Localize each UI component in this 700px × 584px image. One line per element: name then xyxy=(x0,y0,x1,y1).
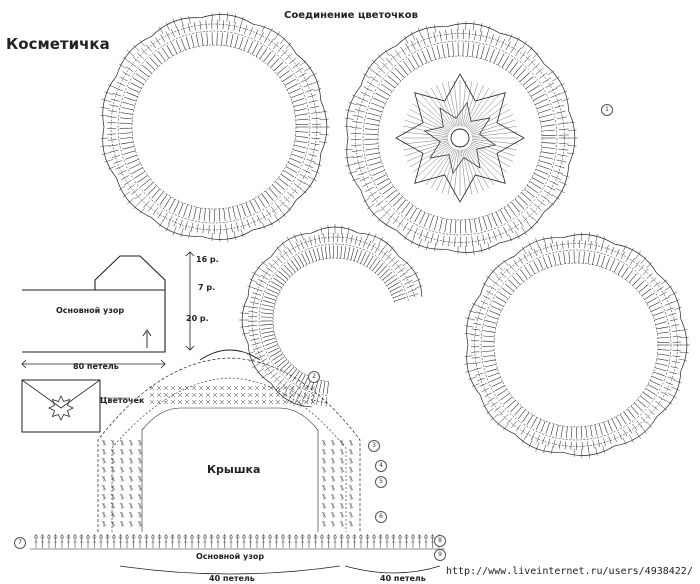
lid-chart xyxy=(30,349,445,575)
row-number-1: 1 xyxy=(601,104,613,116)
flower-ring-bottom-right xyxy=(464,231,690,459)
watermark-url: http://www.liveinternet.ru/users/4938422… xyxy=(446,566,693,577)
rows-7-label: 7 р. xyxy=(198,283,216,292)
flower-center-motif xyxy=(395,73,525,203)
main-pattern-label: Основной узор xyxy=(56,306,125,315)
flower-ring-top-right xyxy=(344,20,578,256)
row-number-7: 7 xyxy=(14,537,26,549)
width-80-label: 80 петель xyxy=(73,362,119,371)
page-title: Косметичка xyxy=(6,35,110,53)
flower-placement-flap xyxy=(21,379,101,409)
flower-join-caption: Соединение цветочков xyxy=(284,10,418,21)
height-arrow xyxy=(185,251,195,351)
row-number-6: 6 xyxy=(375,511,387,523)
purse-outline xyxy=(22,255,166,353)
small-flower-icon xyxy=(48,395,74,421)
row-number-2: 2 xyxy=(308,371,320,383)
flower-label: Цветочек xyxy=(100,396,145,405)
rows-20-label: 20 р. xyxy=(186,314,209,323)
row-number-4: 4 xyxy=(375,460,387,472)
flower-ring-middle-partial xyxy=(239,224,423,408)
width-80-arrow xyxy=(21,359,166,369)
lid-label: Крышка xyxy=(207,463,261,476)
direction-arrow xyxy=(142,329,152,348)
width-40-right-label: 40 петель xyxy=(380,574,426,583)
rows-16-label: 16 р. xyxy=(196,255,219,264)
flower-placement-box xyxy=(21,379,101,433)
row-number-5: 5 xyxy=(375,476,387,488)
flower-ring-top-left xyxy=(100,11,330,243)
row-number-8: 8 xyxy=(434,535,446,547)
width-40-left-label: 40 петель xyxy=(209,574,255,583)
row-number-3: 3 xyxy=(368,440,380,452)
main-pattern-bottom-label: Основной узор xyxy=(196,552,265,561)
row-number-9: 9 xyxy=(434,549,446,561)
